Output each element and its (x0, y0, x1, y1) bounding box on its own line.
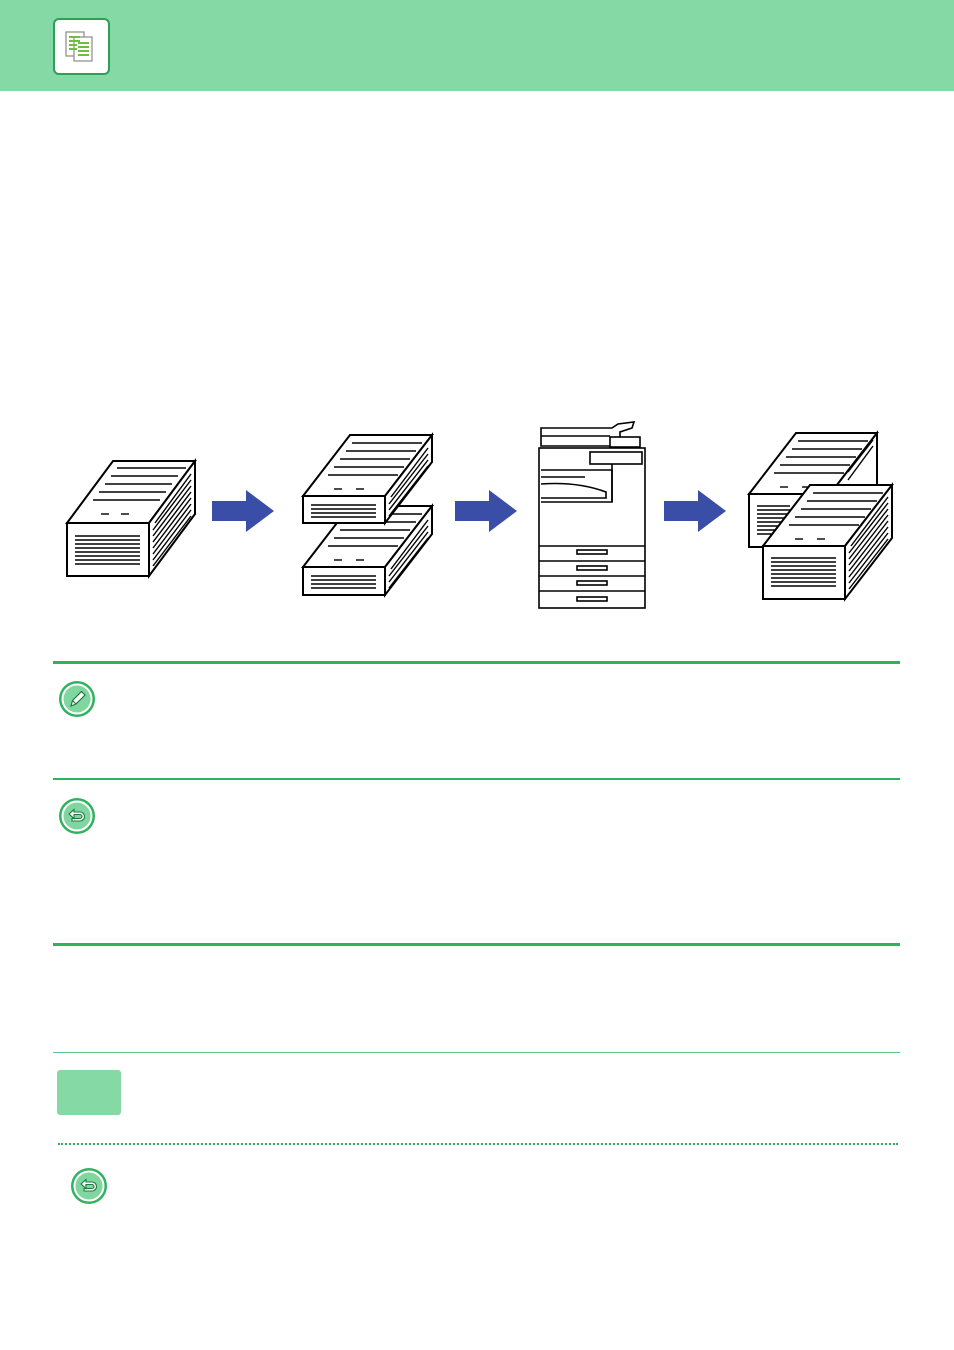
divided-original-stacks-icon (300, 432, 435, 598)
pencil-note-icon (58, 680, 96, 718)
copier-machine-icon (538, 421, 646, 609)
arrow-right-icon (664, 490, 726, 532)
section-divider (53, 943, 900, 946)
return-arrow-icon (70, 1167, 108, 1205)
copy-process-illustration (65, 421, 895, 609)
step-dotted-divider (58, 1143, 898, 1145)
step-divider (53, 1052, 900, 1053)
note-divider (53, 778, 900, 780)
step-number-box (57, 1070, 121, 1115)
return-arrow-icon (58, 797, 96, 835)
header-bar (0, 0, 954, 91)
arrow-right-icon (212, 490, 274, 532)
arrow-right-icon (455, 490, 517, 532)
copy-documents-icon[interactable] (53, 18, 110, 75)
note-divider (53, 661, 900, 664)
finished-copy-stacks-icon (746, 430, 895, 602)
